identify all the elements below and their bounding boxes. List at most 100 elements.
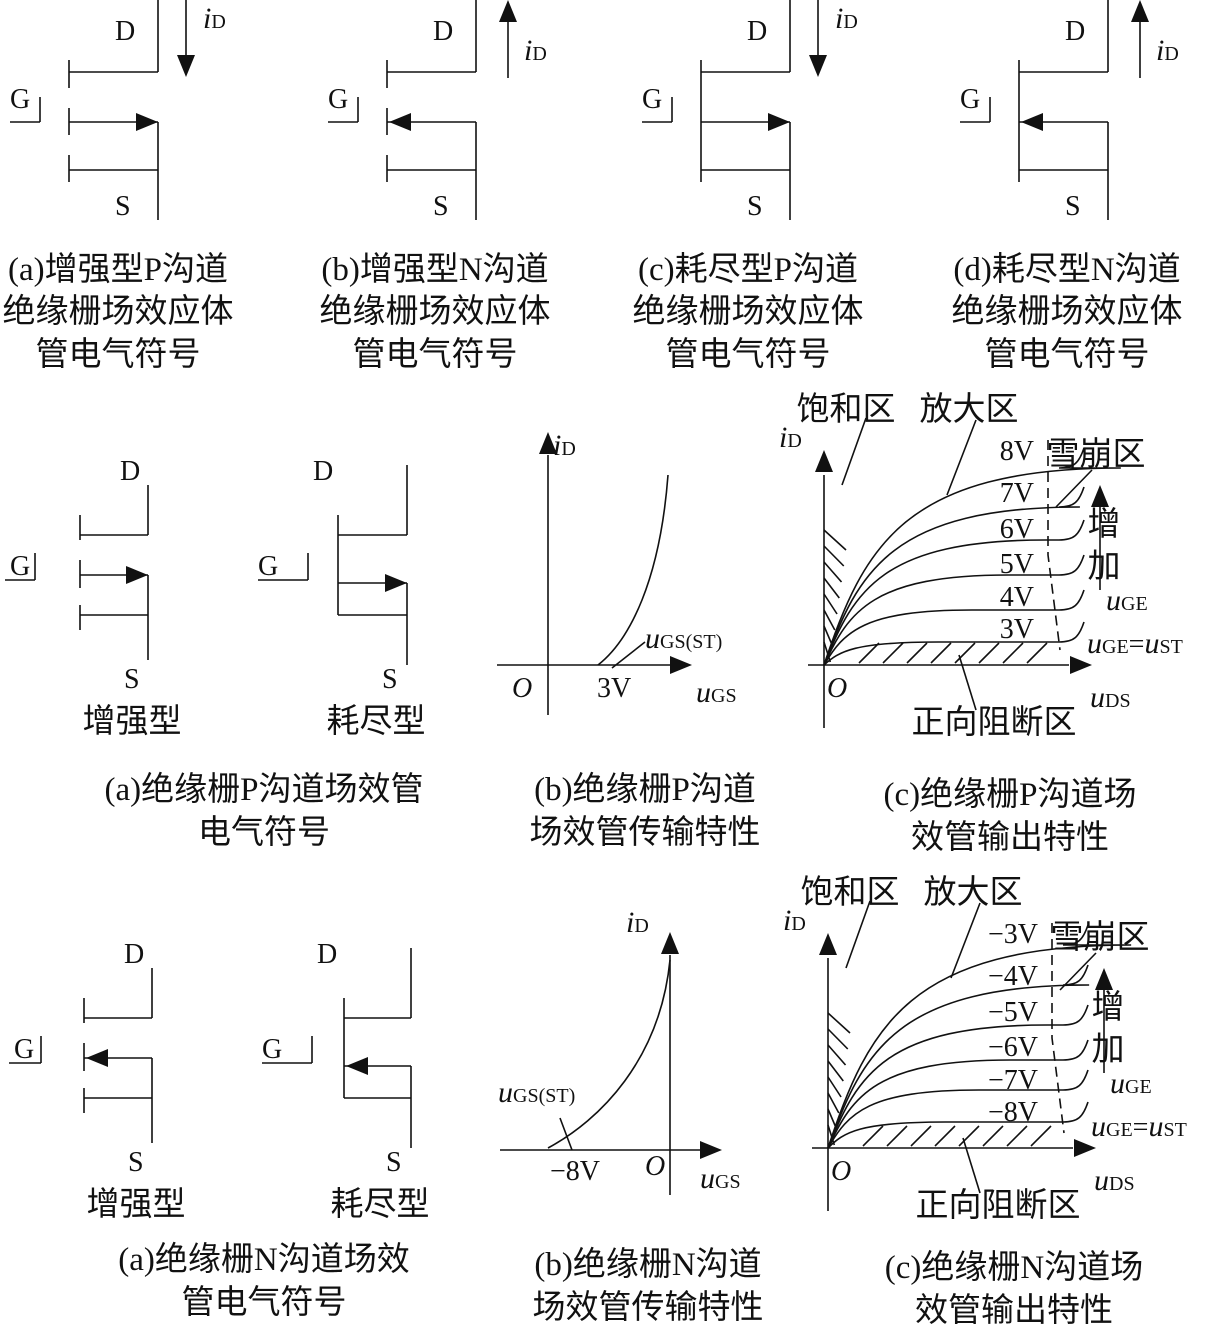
source-label: S bbox=[747, 191, 763, 222]
x-axis-label-sub: DS bbox=[1105, 690, 1131, 712]
output-curve bbox=[823, 554, 1085, 666]
hatch bbox=[934, 1125, 956, 1147]
avalanche-boundary bbox=[1051, 923, 1065, 1134]
hatch bbox=[930, 642, 952, 664]
current-label: iD bbox=[203, 2, 226, 35]
y-axis-label: iD bbox=[626, 906, 649, 939]
arrow-down-icon bbox=[809, 55, 827, 77]
threshold-label: 3V bbox=[597, 673, 631, 704]
arrow-up-icon bbox=[819, 933, 837, 955]
forward-blocking-region-label: 正向阻断区 bbox=[912, 704, 1077, 741]
output-curve bbox=[823, 519, 1085, 666]
origin-label: O bbox=[827, 673, 847, 704]
drain-label: D bbox=[313, 456, 333, 487]
hatch bbox=[982, 1125, 1004, 1147]
output-curve bbox=[827, 924, 1132, 1149]
gate-label: G bbox=[10, 551, 30, 582]
threshold-symbol: uGS(ST) bbox=[498, 1076, 575, 1109]
threshold-condition: uGE=uST bbox=[1087, 627, 1183, 660]
source-label: S bbox=[1065, 191, 1081, 222]
y-axis-label-sub: D bbox=[634, 915, 648, 937]
hatch bbox=[862, 1125, 884, 1147]
x-axis-label-main: u bbox=[1094, 1164, 1109, 1197]
gate-label: G bbox=[328, 84, 348, 115]
threshold-symbol-sub: GS(ST) bbox=[513, 1085, 575, 1107]
y-axis-label-sub: D bbox=[787, 430, 801, 452]
current-label: iD bbox=[835, 2, 858, 35]
condition-part: u bbox=[1087, 627, 1102, 660]
caption-line: 管电气符号 bbox=[182, 1284, 347, 1321]
caption-line: 效管输出特性 bbox=[911, 819, 1109, 856]
hatch bbox=[827, 1124, 836, 1146]
caption-line: (c)绝缘栅N沟道场 bbox=[885, 1249, 1143, 1286]
leader bbox=[845, 900, 871, 969]
hatch bbox=[858, 642, 880, 664]
leader bbox=[950, 902, 981, 979]
hatch bbox=[1002, 642, 1024, 664]
drawings bbox=[5, 0, 1149, 1211]
hatch bbox=[1026, 642, 1048, 664]
output-curve bbox=[827, 1004, 1089, 1149]
drain-label: D bbox=[433, 16, 453, 47]
caption-line: 绝缘栅场效应体 bbox=[3, 293, 234, 330]
y-axis-label-sub: D bbox=[791, 913, 805, 935]
current-label-sub: D bbox=[532, 43, 546, 65]
avalanche-region-label: 雪崩区 bbox=[1051, 919, 1150, 956]
caption-line: 管电气符号 bbox=[353, 336, 518, 373]
x-axis-label-sub: GS bbox=[711, 685, 737, 707]
output-curve bbox=[827, 1039, 1089, 1149]
drain-label: D bbox=[124, 939, 144, 970]
y-axis-label: iD bbox=[779, 421, 802, 454]
current-label-main: i bbox=[524, 34, 532, 67]
leader bbox=[841, 417, 867, 486]
arrow-right-icon bbox=[1074, 1139, 1096, 1157]
arrow-up-icon bbox=[1131, 0, 1149, 22]
caption-line: 管电气符号 bbox=[36, 336, 201, 373]
arrow-up-icon bbox=[661, 932, 679, 954]
gate-voltage-label: −5V bbox=[988, 997, 1038, 1028]
arrow-down-icon bbox=[177, 55, 195, 77]
current-label-main: i bbox=[1156, 34, 1164, 67]
gate-label: G bbox=[262, 1034, 282, 1065]
saturation-region-label: 饱和区 bbox=[797, 391, 896, 428]
gate-voltage-label: 8V bbox=[1000, 436, 1034, 467]
leader bbox=[958, 654, 977, 711]
forward-blocking-region-label: 正向阻断区 bbox=[916, 1187, 1081, 1224]
caption-line: (a)绝缘栅N沟道场效 bbox=[118, 1241, 409, 1278]
current-label-main: i bbox=[835, 2, 843, 35]
gate-voltage-label: −7V bbox=[988, 1065, 1038, 1096]
uge-label-main: u bbox=[1106, 584, 1121, 617]
hatch bbox=[827, 1076, 842, 1098]
caption-line: 绝缘栅场效应体 bbox=[320, 293, 551, 330]
caption-line: (c)绝缘栅P沟道场 bbox=[884, 776, 1137, 813]
enhancement-label: 增强型 bbox=[87, 1186, 186, 1223]
source-label: S bbox=[433, 191, 449, 222]
threshold-symbol: uGS(ST) bbox=[645, 622, 722, 655]
hatch bbox=[827, 1044, 847, 1066]
uge-label: uGE bbox=[1110, 1067, 1152, 1100]
gate-label: G bbox=[14, 1034, 34, 1065]
y-axis-label: iD bbox=[783, 904, 806, 937]
hatch bbox=[823, 561, 843, 583]
enhancement-label: 增强型 bbox=[83, 703, 182, 740]
y-axis-label-main: i bbox=[779, 421, 787, 454]
y-axis-label-sub: D bbox=[561, 438, 575, 460]
source-label: S bbox=[124, 664, 140, 695]
gate-voltage-label: −6V bbox=[988, 1032, 1038, 1063]
origin-label: O bbox=[645, 1151, 665, 1182]
current-label: iD bbox=[1156, 34, 1179, 67]
output-curve bbox=[827, 1101, 1089, 1149]
y-axis-label-main: i bbox=[553, 429, 561, 462]
threshold-leader bbox=[611, 641, 646, 669]
gate-voltage-label: 4V bbox=[1000, 582, 1034, 613]
x-axis-label: uDS bbox=[1094, 1164, 1135, 1197]
caption-line: 绝缘栅场效应体 bbox=[952, 293, 1183, 330]
leader bbox=[1055, 469, 1093, 508]
depletion-label: 耗尽型 bbox=[327, 704, 426, 740]
arrow-right-icon bbox=[768, 113, 790, 131]
caption-line: (a)绝缘栅P沟道场效管 bbox=[105, 771, 424, 808]
arrow-right-icon bbox=[670, 656, 692, 674]
caption-line: 管电气符号 bbox=[666, 336, 831, 373]
hatch bbox=[827, 1028, 849, 1050]
threshold-condition: uGE=uST bbox=[1091, 1110, 1187, 1143]
